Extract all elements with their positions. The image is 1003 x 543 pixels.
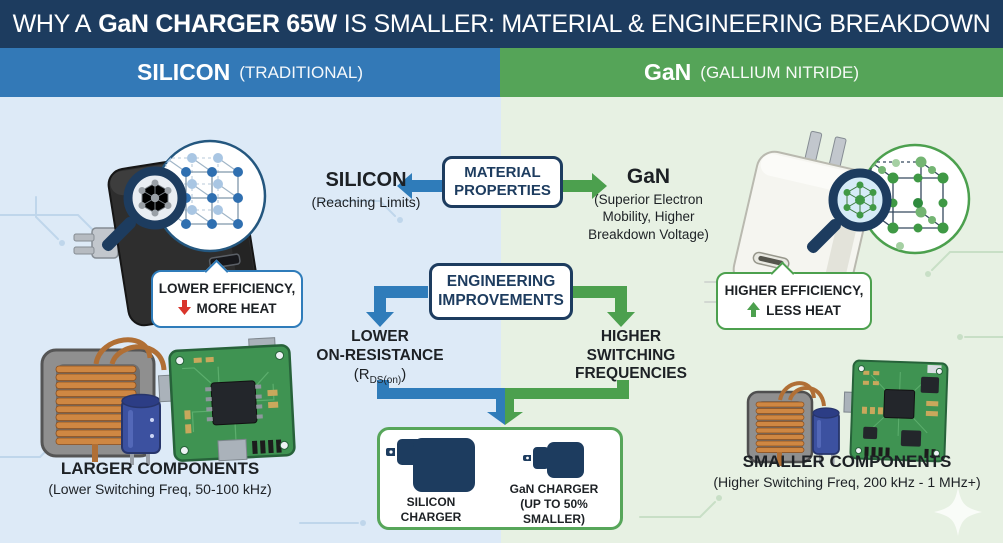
gan-callout-line1: HIGHER EFFICIENCY,: [724, 283, 864, 298]
material-properties-line2: PROPERTIES: [454, 182, 551, 199]
engineering-line2: IMPROVEMENTS: [438, 291, 564, 309]
silicon-components-label: LARGER COMPONENTS (Lower Switching Freq,…: [48, 459, 272, 497]
silicon-callout-line2: MORE HEAT: [196, 300, 277, 316]
gan-callout: HIGHER EFFICIENCY, LESS HEAT: [716, 261, 872, 331]
silicon-charger-size-icon: [386, 437, 475, 492]
silicon-material-block: SILICON (Reaching Limits): [296, 169, 436, 210]
title-highlight: GaN CHARGER 65W: [98, 9, 337, 38]
gan-charger-column: GaN CHARGER (UP TO 50% SMALLER): [489, 435, 619, 527]
gan-callout-line2-wrap: LESS HEAT: [722, 301, 866, 321]
title-bar: WHY A GaN CHARGER 65W IS SMALLER: MATERI…: [0, 0, 1003, 48]
higher-switching-block: HIGHER SWITCHING FREQUENCIES: [575, 328, 687, 383]
heat-up-arrow-icon: [747, 301, 761, 317]
title-suffix: IS SMALLER: MATERIAL & ENGINEERING BREAK…: [343, 9, 991, 38]
silicon-material-note: (Reaching Limits): [311, 194, 421, 210]
size-comparison-box: SILICON CHARGER GaN CHARGER (UP TO 50% S…: [377, 427, 623, 530]
engineering-improvements-box: ENGINEERING IMPROVEMENTS: [429, 263, 573, 320]
gan-components-label: SMALLER COMPONENTS (Higher Switching Fre…: [713, 452, 981, 490]
material-properties-line1: MATERIAL: [464, 164, 541, 181]
lower-on-resistance-block: LOWER ON-RESISTANCE (RDS(on)): [305, 328, 455, 387]
silicon-material-name: SILICON: [325, 169, 407, 191]
silicon-callout-line1: LOWER EFFICIENCY,: [158, 281, 296, 296]
header-silicon: SILICON (TRADITIONAL): [0, 48, 500, 97]
silicon-callout-line2-wrap: MORE HEAT: [157, 299, 297, 319]
silicon-callout: LOWER EFFICIENCY, MORE HEAT: [151, 259, 303, 329]
engineering-line1: ENGINEERING: [446, 272, 556, 290]
header-gan-label: GaN: [644, 59, 692, 85]
gan-charger-size-icon: [523, 442, 584, 478]
material-properties-box: MATERIAL PROPERTIES: [442, 156, 563, 208]
gan-material-name: GaN: [626, 165, 671, 188]
header-gan-sublabel: (GALLIUM NITRIDE): [700, 62, 859, 82]
gan-material-block: GaN (Superior Electron Mobility, Higher …: [576, 165, 721, 243]
header-gan: GaN (GALLIUM NITRIDE): [500, 48, 1003, 97]
heat-down-arrow-icon: [177, 299, 191, 315]
header-silicon-label: SILICON: [136, 59, 231, 85]
title-prefix: WHY A: [12, 9, 92, 38]
silicon-charger-column: SILICON CHARGER: [381, 435, 481, 527]
gan-callout-line2: LESS HEAT: [766, 302, 841, 318]
gan-material-note: (Superior Electron Mobility, Higher Brea…: [588, 192, 709, 242]
rds-on-formula: (RDS(on)): [353, 366, 407, 387]
header-silicon-sublabel: (TRADITIONAL): [239, 62, 363, 82]
